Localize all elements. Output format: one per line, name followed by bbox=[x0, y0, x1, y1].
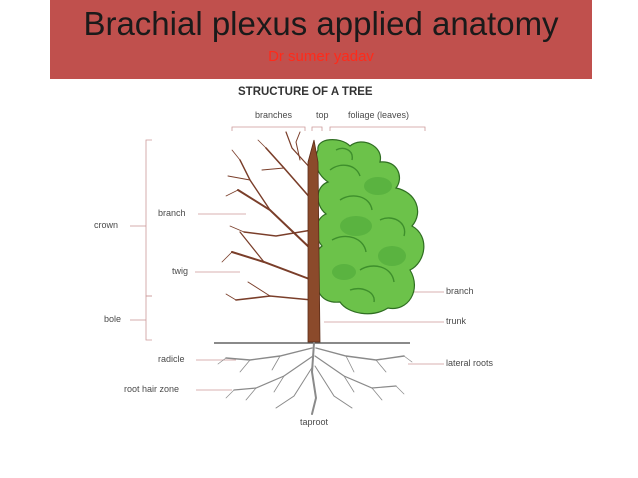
label-foliage: foliage (leaves) bbox=[348, 110, 409, 120]
label-twig: twig bbox=[172, 266, 188, 276]
label-lateral-roots: lateral roots bbox=[446, 358, 494, 368]
top-brackets bbox=[231, 126, 426, 131]
label-crown: crown bbox=[94, 220, 118, 230]
slide-title: Brachial plexus applied anatomy bbox=[83, 5, 559, 42]
label-branch-right: branch bbox=[446, 286, 474, 296]
foliage bbox=[312, 139, 425, 315]
label-branch-left: branch bbox=[158, 208, 186, 218]
label-taproot: taproot bbox=[300, 417, 329, 427]
title-banner: Brachial plexus applied anatomy Dr sumer… bbox=[50, 0, 592, 79]
roots bbox=[217, 342, 413, 415]
label-trunk: trunk bbox=[446, 316, 467, 326]
right-leads bbox=[324, 291, 444, 365]
trunk bbox=[307, 139, 321, 343]
label-top: top bbox=[316, 110, 329, 120]
label-root-hair-zone: root hair zone bbox=[124, 384, 179, 394]
label-branches: branches bbox=[255, 110, 293, 120]
label-radicle: radicle bbox=[158, 354, 185, 364]
label-bole: bole bbox=[104, 314, 121, 324]
slide-subtitle: Dr sumer yadav bbox=[268, 48, 374, 65]
bare-branches bbox=[221, 131, 313, 301]
left-brackets bbox=[130, 139, 246, 391]
diagram-heading: STRUCTURE OF A TREE bbox=[238, 86, 373, 98]
